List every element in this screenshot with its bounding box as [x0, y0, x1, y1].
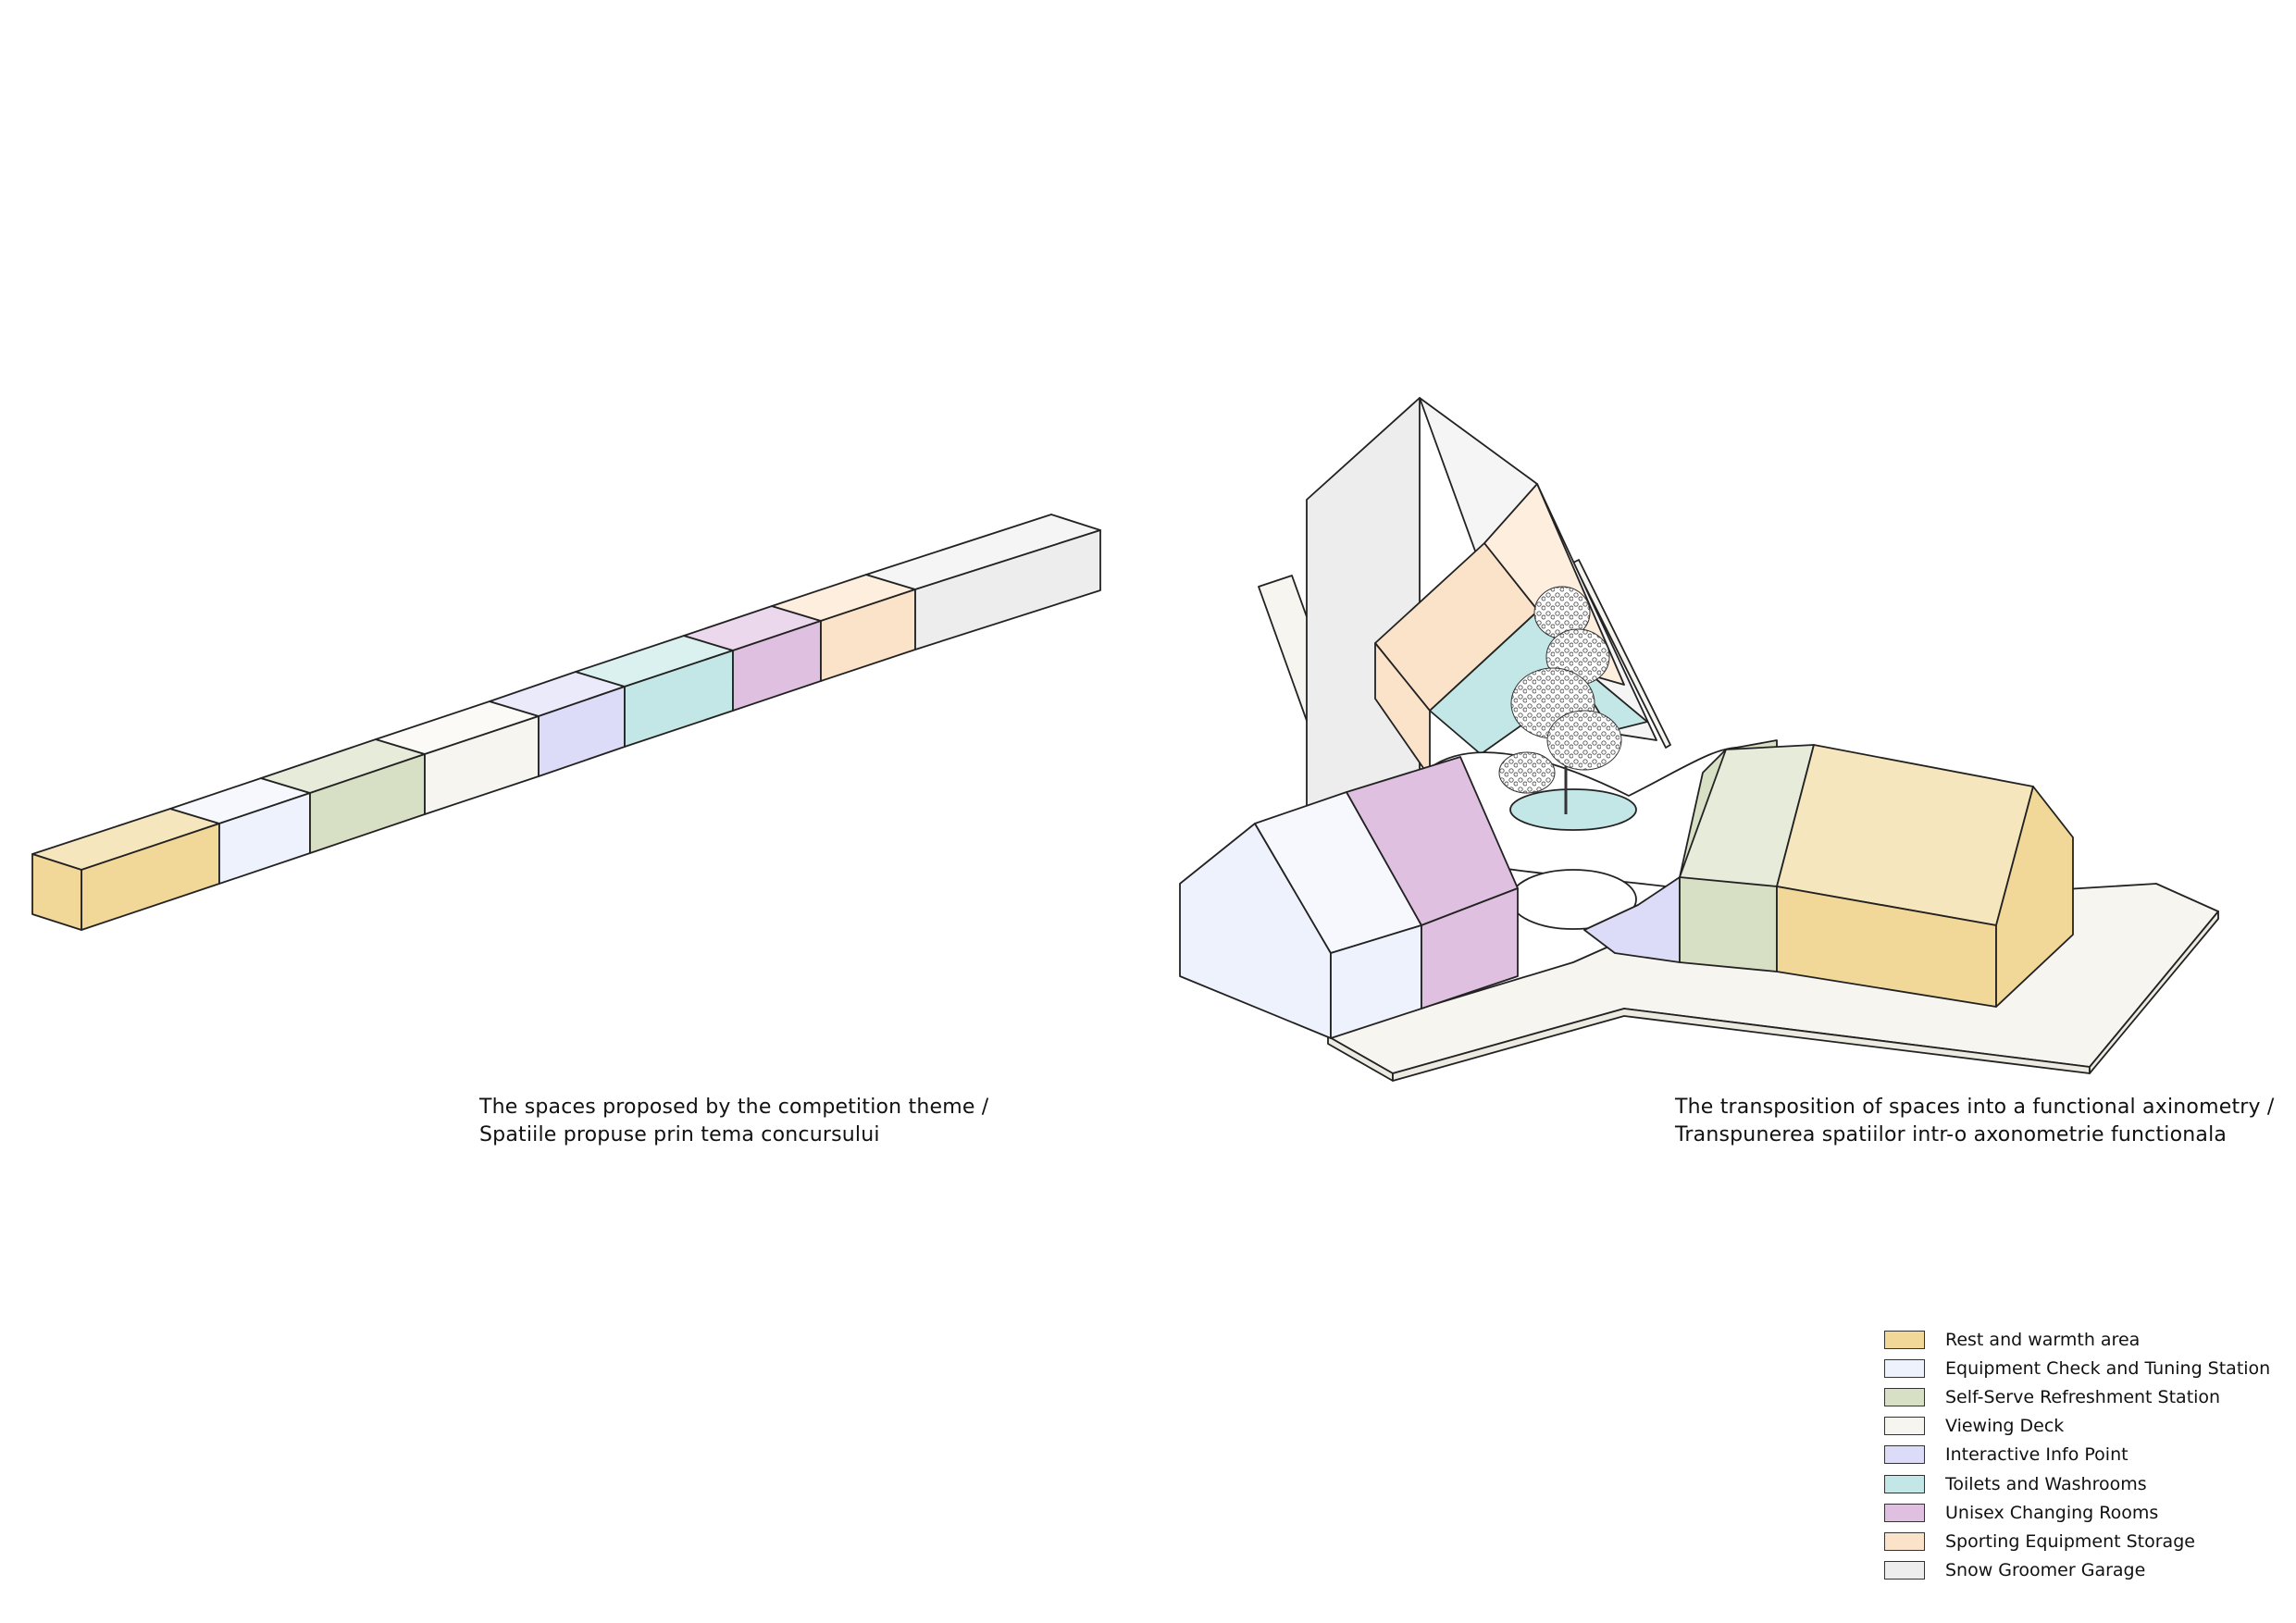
legend: Rest and warmth area Equipment Check and… — [1884, 1325, 2270, 1585]
caption-right-line1: The transposition of spaces into a funct… — [1675, 1096, 2275, 1119]
legend-label: Interactive Info Point — [1945, 1444, 2128, 1466]
tree — [1498, 586, 1637, 831]
legend-swatch — [1884, 1330, 1925, 1349]
legend-item: Sporting Equipment Storage — [1884, 1527, 2270, 1555]
legend-item: Rest and warmth area — [1884, 1325, 2270, 1354]
legend-label: Toilets and Washrooms — [1945, 1473, 2147, 1494]
caption-right-line2: Transpunerea spatiilor intr-o axonometri… — [1675, 1123, 2228, 1146]
caption-left: The spaces proposed by the competition t… — [479, 1094, 988, 1149]
caption-left-line1: The spaces proposed by the competition t… — [479, 1096, 989, 1119]
caption-left-line2: Spatiile propuse prin tema concursului — [479, 1123, 880, 1146]
legend-swatch — [1884, 1531, 1925, 1551]
legend-label: Sporting Equipment Storage — [1945, 1530, 2195, 1552]
legend-item: Equipment Check and Tuning Station — [1884, 1354, 2270, 1382]
functional-axonometry — [1179, 397, 2219, 1082]
legend-item: Self-Serve Refreshment Station — [1884, 1382, 2270, 1411]
legend-swatch — [1884, 1561, 1925, 1580]
legend-swatch — [1884, 1503, 1925, 1522]
legend-swatch — [1884, 1474, 1925, 1493]
bar-segment-groomer-garage — [865, 514, 1101, 650]
legend-item: Unisex Changing Rooms — [1884, 1498, 2270, 1527]
legend-label: Unisex Changing Rooms — [1945, 1502, 2159, 1523]
legend-swatch — [1884, 1417, 1925, 1436]
legend-label: Rest and warmth area — [1945, 1329, 2141, 1350]
legend-swatch — [1884, 1387, 1925, 1406]
legend-label: Equipment Check and Tuning Station — [1945, 1357, 2271, 1379]
left-house — [1179, 756, 1519, 1039]
legend-item: Interactive Info Point — [1884, 1441, 2270, 1469]
legend-swatch — [1884, 1358, 1925, 1378]
legend-item: Snow Groomer Garage — [1884, 1556, 2270, 1585]
legend-label: Self-Serve Refreshment Station — [1945, 1386, 2221, 1407]
bar-segment-rest-warmth — [31, 808, 220, 931]
caption-right: The transposition of spaces into a funct… — [1675, 1094, 2275, 1149]
tree-base — [1509, 788, 1637, 831]
right-house — [1679, 739, 2074, 1008]
bar-segment-refreshment — [260, 738, 426, 854]
legend-item: Viewing Deck — [1884, 1412, 2270, 1441]
legend-label: Viewing Deck — [1945, 1416, 2065, 1437]
legend-label: Snow Groomer Garage — [1945, 1560, 2146, 1581]
linear-spaces-bar — [31, 514, 1101, 931]
legend-item: Toilets and Washrooms — [1884, 1469, 2270, 1498]
legend-swatch — [1884, 1445, 1925, 1465]
